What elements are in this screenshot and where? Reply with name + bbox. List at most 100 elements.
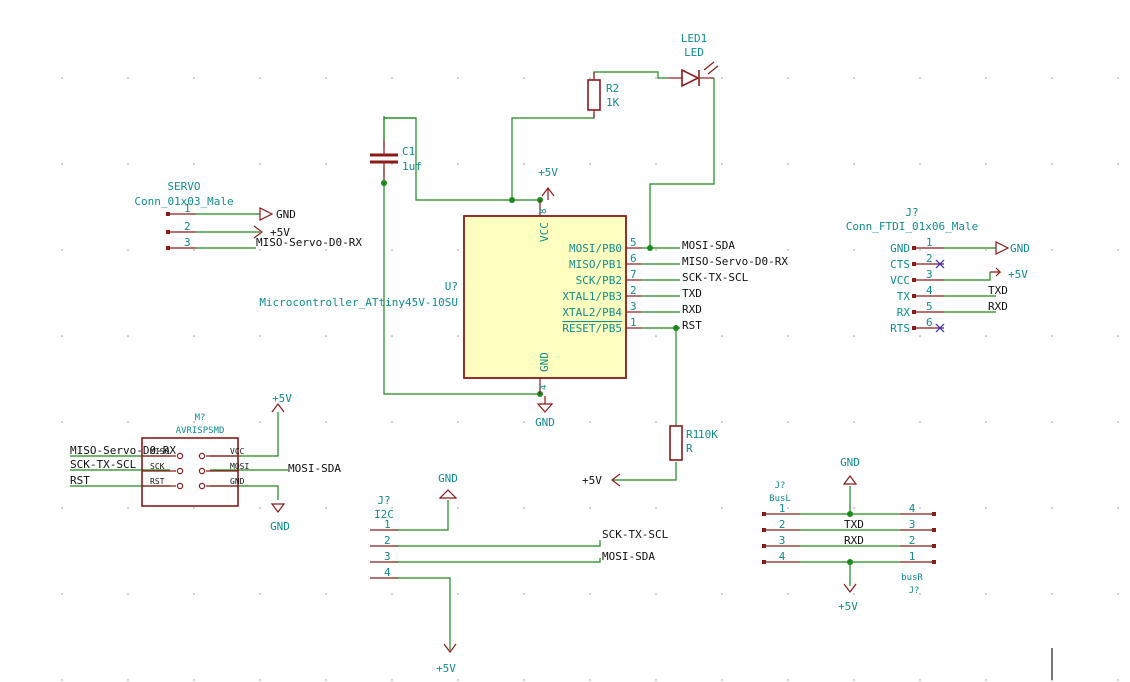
capacitor-c1[interactable]: C1 1uf xyxy=(370,140,422,180)
i2c-value: I2C xyxy=(374,508,394,521)
ftdi-pin-name: RTS xyxy=(890,322,910,335)
led-ref: LED1 xyxy=(681,32,708,45)
i2c-connector[interactable]: J? I2C 1 2 3 4 SCK-TX-SCL MOSI-SDA GND +… xyxy=(370,472,669,675)
busr-value: busR xyxy=(901,573,923,583)
wire-r2-bottom xyxy=(511,112,595,200)
avr-pin-hole xyxy=(176,482,184,490)
ftdi-pin-name: TX xyxy=(897,290,911,303)
ftdi-pin-name: RX xyxy=(897,306,911,319)
mcu-ref: U? xyxy=(445,280,458,293)
bus-net-txd: TXD xyxy=(844,518,864,531)
wire-r2-led xyxy=(593,71,668,79)
ftdi-rxd-net: RXD xyxy=(988,300,1008,313)
busr-pin-end xyxy=(932,528,936,532)
mcu-net-label: RXD xyxy=(682,303,702,316)
mcu-pin-name: MISO/PB1 xyxy=(569,258,622,271)
mcu-symbol[interactable]: U? Microcontroller_ATtiny45V-10SU VCC 8 … xyxy=(259,200,642,394)
ftdi-pin-num: 1 xyxy=(926,236,933,249)
r1-5v-label: +5V xyxy=(582,474,602,487)
avr-ref: M? xyxy=(195,413,206,423)
busr-pin-end xyxy=(932,544,936,548)
servo-gnd-label: GND xyxy=(276,208,296,221)
i2c-ref: J? xyxy=(377,494,390,507)
avr-pin-hole xyxy=(198,452,206,460)
wire-vcc-bus xyxy=(384,117,512,201)
avr-pin-hole xyxy=(198,467,206,475)
mcu-5v-label: +5V xyxy=(538,166,558,179)
led1[interactable]: LED1 LED xyxy=(668,32,719,88)
resistor-r1[interactable]: R1 10K R xyxy=(669,425,718,461)
c1-ref: C1 xyxy=(402,145,415,158)
mcu-pin-num: 7 xyxy=(630,268,637,281)
ftdi-ref: J? xyxy=(905,206,918,219)
grid-dots xyxy=(61,77,1119,681)
busl-pin-end xyxy=(762,512,766,516)
power-flags: +5V GND +5V xyxy=(535,166,621,487)
ftdi-pin-name: VCC xyxy=(890,274,910,287)
busl-pin-num: 4 xyxy=(779,550,786,563)
mcu-pin-name: XTAL1/PB3 xyxy=(562,290,622,303)
no-connect-mark xyxy=(935,323,945,333)
junction xyxy=(509,197,515,203)
wire-led-pb0 xyxy=(649,78,715,248)
ftdi-gnd-label: GND xyxy=(1010,242,1030,255)
busl-pin-end xyxy=(762,560,766,564)
mcu-net-labels: MOSI-SDAMISO-Servo-D0-RXSCK-TX-SCLTXDRXD… xyxy=(682,239,788,332)
mcu-net-label: MISO-Servo-D0-RX xyxy=(682,255,788,268)
mcu-pin-num: 5 xyxy=(630,236,637,249)
servo-connector[interactable]: SERVO Conn_01x03_Male 1 2 3 GND +5V MISO… xyxy=(134,180,362,250)
avr-5v-label: +5V xyxy=(272,392,292,405)
busl-pin-num: 3 xyxy=(779,534,786,547)
ftdi-pin-end xyxy=(912,294,916,298)
r2-value: 1K xyxy=(606,96,620,109)
junction xyxy=(847,511,853,517)
i2c-pin-num: 3 xyxy=(384,550,391,563)
busr-pin-num: 3 xyxy=(909,518,916,531)
mcu-pin-name: SCK/PB2 xyxy=(576,274,622,287)
avr-net-sck: SCK-TX-SCL xyxy=(70,458,137,471)
mcu-pin-name: RESET/PB5 xyxy=(562,322,622,335)
mcu-net-label: MOSI-SDA xyxy=(682,239,735,252)
avr-pin-hole xyxy=(198,482,206,490)
avr-pin-right: VCC xyxy=(230,447,245,456)
ftdi-pin-num: 6 xyxy=(926,316,933,329)
ftdi-pin-end xyxy=(912,326,916,330)
servo-net-label: MISO-Servo-D0-RX xyxy=(256,236,362,249)
mcu-body xyxy=(463,215,627,379)
avr-pin-right: MOSI xyxy=(230,462,249,471)
busr-pin-end xyxy=(932,560,936,564)
mcu-vcc-num: 8 xyxy=(539,209,549,214)
ftdi-txd-net: TXD xyxy=(988,284,1008,297)
servo-value: Conn_01x03_Male xyxy=(134,195,233,208)
ftdi-pin-num: 5 xyxy=(926,300,933,313)
busr-pin-num: 1 xyxy=(909,550,916,563)
r1-value-r: R xyxy=(686,442,693,455)
ftdi-pin-num: 3 xyxy=(926,268,933,281)
busl-value: BusL xyxy=(769,494,791,504)
mcu-pin-num: 3 xyxy=(630,300,637,313)
ftdi-pin-end xyxy=(912,278,916,282)
avr-net-mosi: MOSI-SDA xyxy=(288,462,341,475)
bus-net-rxd: RXD xyxy=(844,534,864,547)
busr-pin-end xyxy=(932,512,936,516)
i2c-pin-num: 4 xyxy=(384,566,391,579)
wire-c1-top xyxy=(383,117,416,140)
servo-pin-num: 2 xyxy=(184,220,191,233)
busr-pin-num: 4 xyxy=(909,502,916,515)
ftdi-pin-num: 2 xyxy=(926,252,933,265)
junction xyxy=(381,180,387,186)
mcu-gnd-num: 4 xyxy=(539,385,549,390)
ftdi-5v-label: +5V xyxy=(1008,268,1028,281)
servo-pin-num: 3 xyxy=(184,236,191,249)
junction xyxy=(647,245,653,251)
junction xyxy=(847,559,853,565)
i2c-net-sck: SCK-TX-SCL xyxy=(602,528,669,541)
resistor-r2[interactable]: R2 1K xyxy=(587,72,620,118)
avr-value: AVRISPSMD xyxy=(176,426,225,436)
i2c-5v-label: +5V xyxy=(436,662,456,675)
vcc-flag xyxy=(253,225,263,239)
